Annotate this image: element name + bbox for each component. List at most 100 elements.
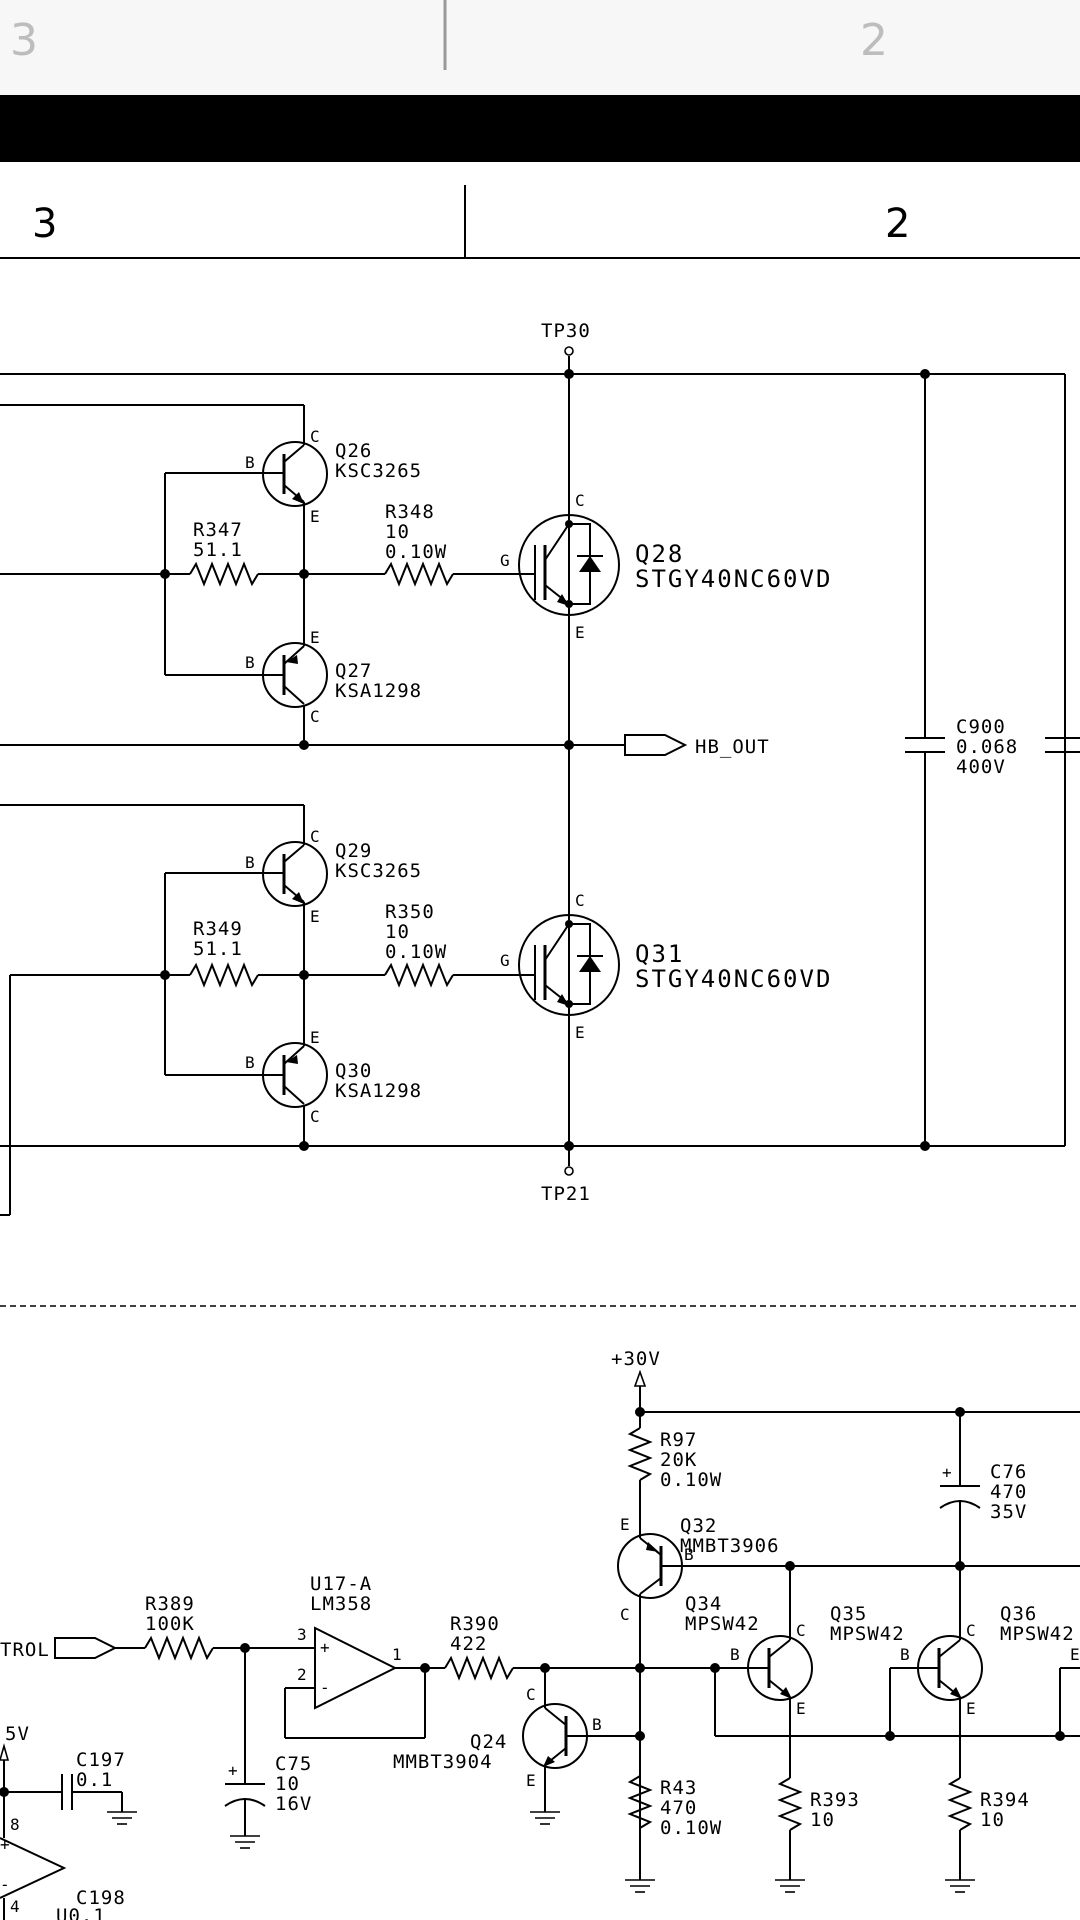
c76-voltage: 35V: [990, 1501, 1027, 1523]
ic-pin-4: 4: [10, 1897, 20, 1916]
opamp-minus: -: [320, 1678, 330, 1697]
q26-ref: Q26: [335, 440, 372, 462]
supply-partial-label: 5V: [5, 1723, 30, 1745]
r97-ref: R97: [660, 1429, 697, 1451]
ghost-col-3: 3: [10, 15, 38, 66]
q27-pin-b: B: [245, 653, 255, 672]
input-port-label: TROL: [0, 1639, 50, 1661]
r43-value: 470: [660, 1797, 697, 1819]
q32-pin-c: C: [620, 1605, 630, 1624]
c76-value: 470: [990, 1481, 1027, 1503]
q26-pin-b: B: [245, 453, 255, 472]
q28-igbt: [518, 514, 620, 616]
q31-pin-g: G: [500, 951, 510, 970]
r350-rating: 0.10W: [385, 941, 447, 963]
c198-value: U0.1: [56, 1905, 106, 1920]
ic-plus: +: [0, 1835, 10, 1854]
q27-pin-e: E: [310, 628, 320, 647]
r349-ref: R349: [193, 918, 243, 940]
c76-polarity: +: [942, 1463, 952, 1482]
ic-pin-8: 8: [10, 1815, 20, 1834]
driver-stage: +30V R97 20K 0.10W + C76 470 35V: [0, 1348, 1080, 1920]
q26-transistor: [262, 441, 328, 508]
c900-value: 0.068: [956, 736, 1018, 758]
tp30-label: TP30: [541, 320, 591, 342]
tp21-label: TP21: [541, 1183, 591, 1205]
u17a-ref: U17-A: [310, 1573, 372, 1595]
q30-pin-c: C: [310, 1107, 320, 1126]
r389-value: 100K: [145, 1613, 195, 1635]
column-label-3: 3: [32, 201, 57, 247]
c75-ref: C75: [275, 1753, 312, 1775]
q24-pin-e: E: [526, 1771, 536, 1790]
r390-value: 422: [450, 1633, 487, 1655]
q28-pin-g: G: [500, 551, 510, 570]
q24-transistor: [522, 1668, 640, 1825]
r393-value: 10: [810, 1809, 835, 1831]
black-band: [0, 95, 1080, 162]
r394-ref: R394: [980, 1789, 1030, 1811]
q29-pin-c: C: [310, 827, 320, 846]
c198-ref: C198: [76, 1887, 126, 1909]
q35-transistor: [889, 1566, 983, 1778]
q24-pin-c: C: [526, 1685, 536, 1704]
column-label-2: 2: [885, 201, 910, 247]
q34-transistor: [715, 1566, 813, 1778]
opamp-pin-1: 1: [392, 1645, 402, 1664]
q35-pin-c: C: [966, 1621, 976, 1640]
q31-ref: Q31: [635, 940, 684, 968]
q30-pin-b: B: [245, 1053, 255, 1072]
q31-pin-c: C: [575, 891, 585, 910]
q32-pin-b: B: [684, 1545, 694, 1564]
q26-pin-e: E: [310, 507, 320, 526]
c75-voltage: 16V: [275, 1793, 312, 1815]
r347-value: 51.1: [193, 539, 243, 561]
q28-pin-e: E: [575, 623, 585, 642]
power-stage: TP30 TP21 HB_OUT C900 0.068 400V: [0, 320, 1080, 1216]
opamp-pin-3: 3: [297, 1625, 307, 1644]
r349-value: 51.1: [193, 938, 243, 960]
q28-part: STGY40NC60VD: [635, 565, 832, 593]
q28-pin-c: C: [575, 491, 585, 510]
q31-igbt: [518, 914, 620, 1016]
q30-part: KSA1298: [335, 1080, 422, 1102]
q29-pin-e: E: [310, 907, 320, 926]
r348-ref: R348: [385, 501, 435, 523]
q34-pin-c: C: [796, 1621, 806, 1640]
q29-transistor: [262, 841, 328, 908]
q27-transistor: [262, 640, 328, 708]
r394-value: 10: [980, 1809, 1005, 1831]
q30-pin-e: E: [310, 1028, 320, 1047]
q29-part: KSC3265: [335, 860, 422, 882]
ic-minus: -: [0, 1875, 10, 1894]
r389-ref: R389: [145, 1593, 195, 1615]
q27-pin-c: C: [310, 707, 320, 726]
q35-pin-e: E: [966, 1699, 976, 1718]
column-header: 3 2: [0, 185, 1080, 259]
q35-ref: Q35: [830, 1603, 867, 1625]
q29-pin-b: B: [245, 853, 255, 872]
q35-part: MPSW42: [830, 1623, 905, 1645]
q30-transistor: [262, 1040, 328, 1108]
q34-pin-e: E: [796, 1699, 806, 1718]
q26-pin-c: C: [310, 427, 320, 446]
ghost-header: 3 2: [0, 0, 1080, 95]
c197-value: 0.1: [76, 1769, 113, 1791]
q27-ref: Q27: [335, 660, 372, 682]
q31-pin-e: E: [575, 1023, 585, 1042]
q24-pin-b: B: [592, 1715, 602, 1734]
q32-part: MMBT3906: [680, 1535, 780, 1557]
r348-rating: 0.10W: [385, 541, 447, 563]
q24-part: MMBT3904: [393, 1751, 493, 1773]
q32-ref: Q32: [680, 1515, 717, 1537]
q29-ref: Q29: [335, 840, 372, 862]
r97-rating: 0.10W: [660, 1469, 722, 1491]
c900-ref: C900: [956, 716, 1006, 738]
u17a-opamp: [284, 1626, 445, 1739]
q26-part: KSC3265: [335, 460, 422, 482]
r43-ref: R43: [660, 1777, 697, 1799]
opamp-pin-2: 2: [297, 1665, 307, 1684]
q34-pin-b: B: [730, 1645, 740, 1664]
c197-ref: C197: [76, 1749, 126, 1771]
